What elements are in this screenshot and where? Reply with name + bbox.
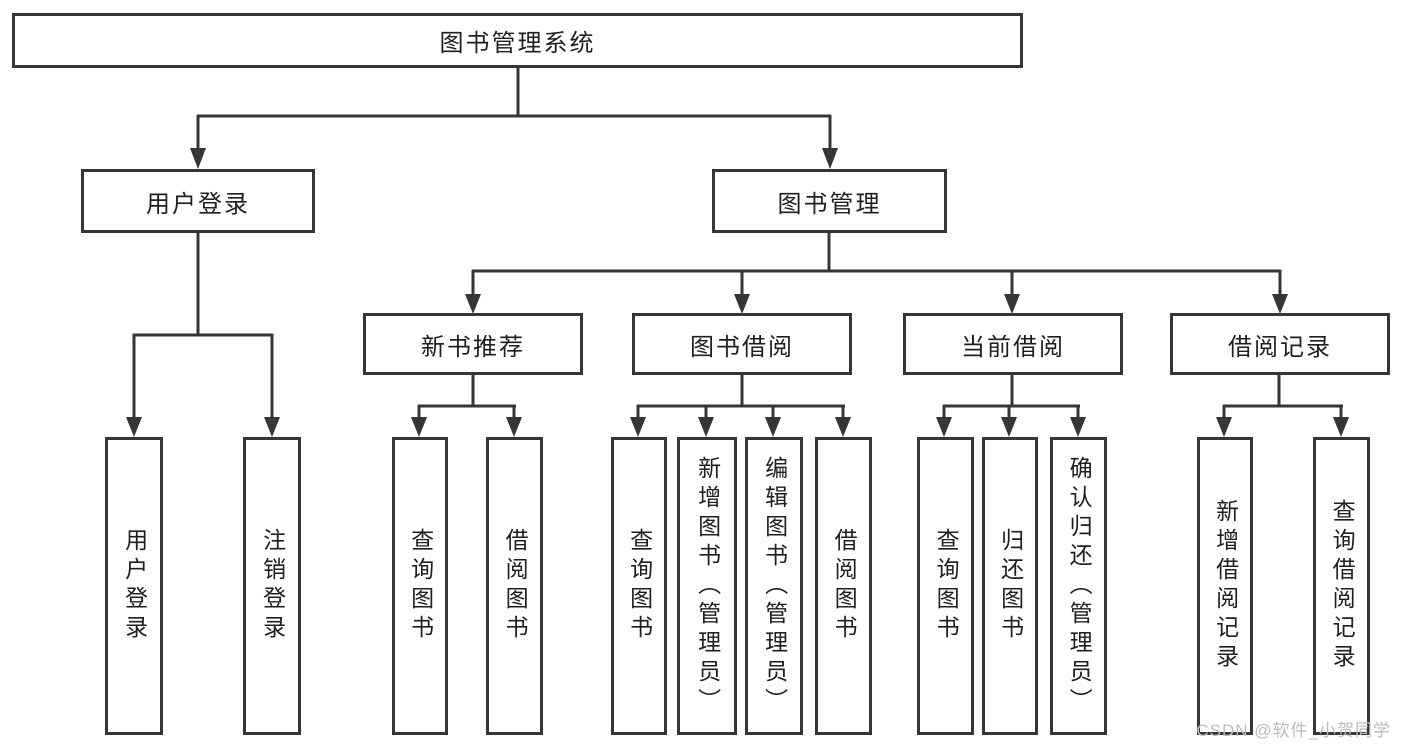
- leaf-newbooks-query-label: 查询图书: [407, 528, 434, 644]
- connector-current-borrow-children: [942, 375, 1080, 420]
- node-book-mgmt: 图书管理: [712, 169, 947, 233]
- leaf-borrow-add-label: 新增图书（管理员）: [694, 455, 721, 717]
- leaf-newbooks-borrow: 借阅图书: [486, 437, 543, 735]
- leaf-records-query: 查询借阅记录: [1313, 437, 1370, 735]
- arrowheads-book-borrow-children: [630, 417, 851, 437]
- leaf-current-query: 查询图书: [917, 437, 974, 735]
- leaf-records-add: 新增借阅记录: [1197, 437, 1253, 735]
- leaf-borrow-query: 查询图书: [611, 437, 667, 735]
- leaf-records-query-label: 查询借阅记录: [1329, 499, 1356, 673]
- node-user-login-label: 用户登录: [146, 190, 250, 218]
- connector-book-borrow-children: [636, 375, 845, 420]
- arrowheads-current-borrow-children: [936, 417, 1086, 437]
- node-new-books-label: 新书推荐: [421, 333, 525, 361]
- arrowheads-user-login-children: [126, 417, 280, 437]
- leaf-logout-label: 注销登录: [259, 528, 286, 644]
- node-borrow-records: 借阅记录: [1170, 313, 1390, 375]
- node-book-borrow: 图书借阅: [632, 313, 852, 375]
- arrowheads-book-mgmt-children: [465, 294, 1288, 314]
- leaf-borrow-borrow: 借阅图书: [815, 437, 872, 735]
- connector-book-mgmt-children: [471, 233, 1282, 296]
- node-root: 图书管理系统: [12, 13, 1023, 68]
- connector-root-to-level2: [196, 68, 832, 150]
- node-current-borrow-label: 当前借阅: [961, 333, 1065, 361]
- node-book-mgmt-label: 图书管理: [777, 190, 882, 218]
- arrowheads-root-to-level2: [190, 148, 838, 169]
- csdn-watermark: CSDN @软件_小贺同学: [1196, 721, 1391, 740]
- arrowheads-borrow-records-children: [1216, 417, 1349, 437]
- leaf-borrow-add: 新增图书（管理员）: [677, 437, 737, 735]
- leaf-newbooks-query: 查询图书: [392, 437, 448, 735]
- node-root-label: 图书管理系统: [439, 30, 596, 57]
- connector-new-books-children: [417, 375, 516, 420]
- connector-user-login-children: [132, 233, 274, 420]
- node-borrow-records-label: 借阅记录: [1228, 333, 1332, 361]
- leaf-current-confirm-label: 确认归还（管理员）: [1066, 455, 1093, 717]
- leaf-logout: 注销登录: [243, 437, 301, 735]
- leaf-current-confirm: 确认归还（管理员）: [1050, 437, 1107, 735]
- arrowheads-new-books-children: [411, 417, 522, 437]
- leaf-newbooks-borrow-label: 借阅图书: [502, 528, 529, 644]
- connector-borrow-records-children: [1222, 375, 1343, 420]
- leaf-borrow-edit-label: 编辑图书（管理员）: [761, 455, 788, 717]
- leaf-user-login-label: 用户登录: [121, 528, 148, 644]
- leaf-current-return-label: 归还图书: [997, 528, 1024, 644]
- leaf-current-return: 归还图书: [982, 437, 1038, 735]
- leaf-borrow-borrow-label: 借阅图书: [831, 528, 858, 644]
- node-user-login: 用户登录: [81, 169, 315, 233]
- leaf-borrow-query-label: 查询图书: [626, 528, 653, 644]
- leaf-borrow-edit: 编辑图书（管理员）: [745, 437, 803, 735]
- leaf-current-query-label: 查询图书: [933, 528, 960, 644]
- node-book-borrow-label: 图书借阅: [690, 333, 794, 361]
- node-new-books: 新书推荐: [363, 313, 583, 375]
- leaf-user-login: 用户登录: [105, 437, 163, 735]
- node-current-borrow: 当前借阅: [903, 313, 1123, 375]
- leaf-records-add-label: 新增借阅记录: [1212, 499, 1239, 673]
